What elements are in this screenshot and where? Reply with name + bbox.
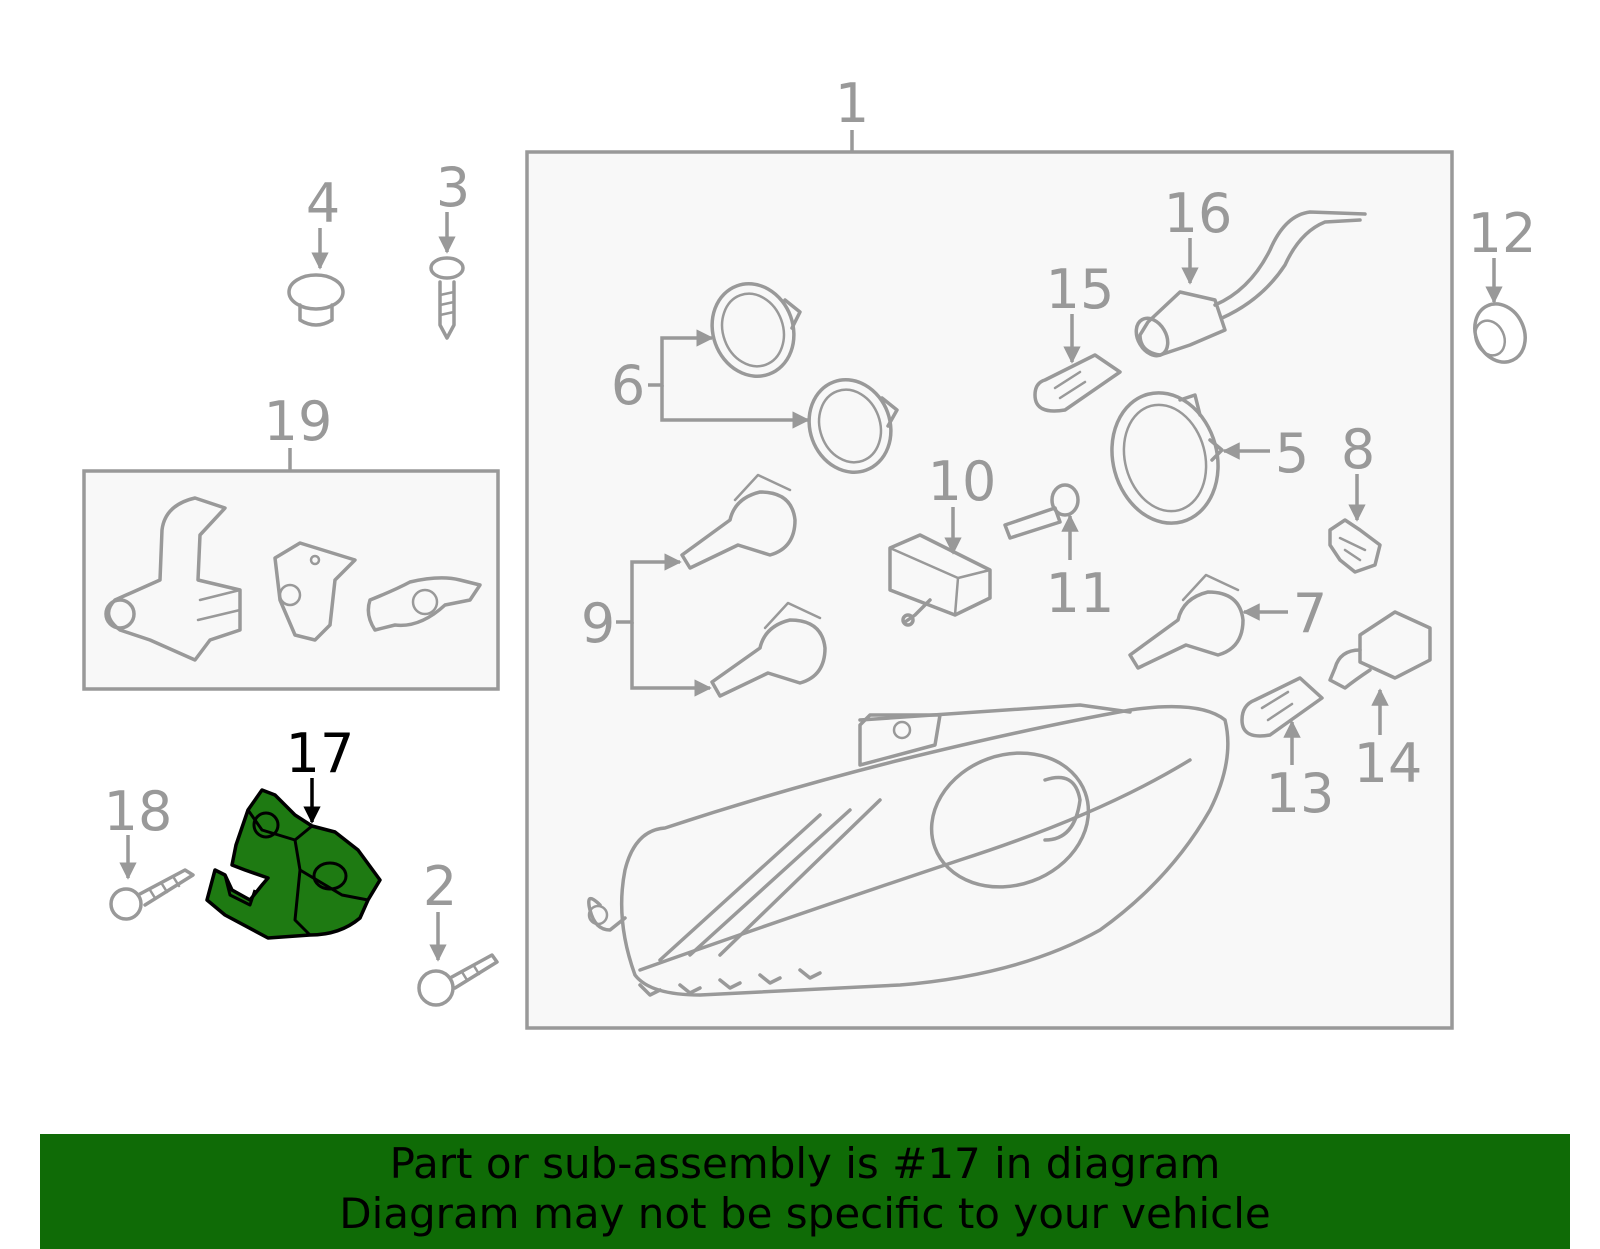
callout-1[interactable]: 1 bbox=[835, 72, 869, 135]
callout-17[interactable]: 17 bbox=[286, 722, 355, 785]
part-12-cap: 12 bbox=[1468, 202, 1537, 364]
callout-14[interactable]: 14 bbox=[1354, 732, 1423, 795]
bracket-kit-box: 19 bbox=[82, 390, 500, 691]
part-5-bulb-socket-ring: 5 bbox=[1110, 391, 1309, 525]
callout-11[interactable]: 11 bbox=[1046, 562, 1115, 625]
callout-10[interactable]: 10 bbox=[928, 450, 997, 513]
callout-13[interactable]: 13 bbox=[1266, 762, 1335, 825]
part-18-screw: 18 bbox=[104, 780, 195, 921]
callout-16[interactable]: 16 bbox=[1164, 182, 1233, 245]
part-10-leveling-motor: 10 bbox=[888, 450, 997, 627]
part-17-bracket-highlighted[interactable]: 17 bbox=[205, 722, 382, 940]
callout-15[interactable]: 15 bbox=[1046, 258, 1115, 321]
headlamp-housing bbox=[587, 703, 1230, 997]
part-8-clip: 8 bbox=[1328, 418, 1382, 574]
callout-2[interactable]: 2 bbox=[423, 855, 457, 918]
bracket-kit-drawing bbox=[104, 496, 482, 662]
callout-12[interactable]: 12 bbox=[1468, 202, 1537, 265]
part-2-screw: 2 bbox=[417, 855, 499, 1007]
callout-18[interactable]: 18 bbox=[104, 780, 173, 843]
callout-19[interactable]: 19 bbox=[264, 390, 333, 453]
banner-line-2: Diagram may not be specific to your vehi… bbox=[339, 1189, 1271, 1238]
callout-4[interactable]: 4 bbox=[306, 172, 340, 235]
part-16-socket-wire: 16 bbox=[1134, 182, 1367, 358]
callout-3[interactable]: 3 bbox=[436, 156, 470, 219]
part-11-adjuster-screw: 11 bbox=[1003, 483, 1115, 625]
part-9-bulbs: 9 bbox=[581, 473, 827, 698]
callout-5[interactable]: 5 bbox=[1275, 422, 1309, 485]
callout-9[interactable]: 9 bbox=[581, 592, 615, 655]
callout-6[interactable]: 6 bbox=[611, 354, 645, 417]
banner-line-1: Part or sub-assembly is #17 in diagram bbox=[389, 1139, 1221, 1188]
info-banner: Part or sub-assembly is #17 in diagram D… bbox=[40, 1134, 1570, 1249]
part-4-grommet: 4 bbox=[287, 172, 345, 327]
part-13-small-bulb: 13 bbox=[1240, 676, 1335, 825]
part-6-adapter-rings: 6 bbox=[611, 282, 899, 474]
callout-7[interactable]: 7 bbox=[1293, 582, 1327, 645]
part-14-socket: 14 bbox=[1328, 610, 1432, 795]
part-3-screw: 3 bbox=[429, 156, 470, 340]
headlamp-assembly-box: 1 bbox=[525, 72, 1454, 1030]
part-15-small-bulb: 15 bbox=[1033, 258, 1122, 413]
callout-8[interactable]: 8 bbox=[1341, 418, 1375, 481]
part-7-bulb: 7 bbox=[1128, 573, 1327, 670]
